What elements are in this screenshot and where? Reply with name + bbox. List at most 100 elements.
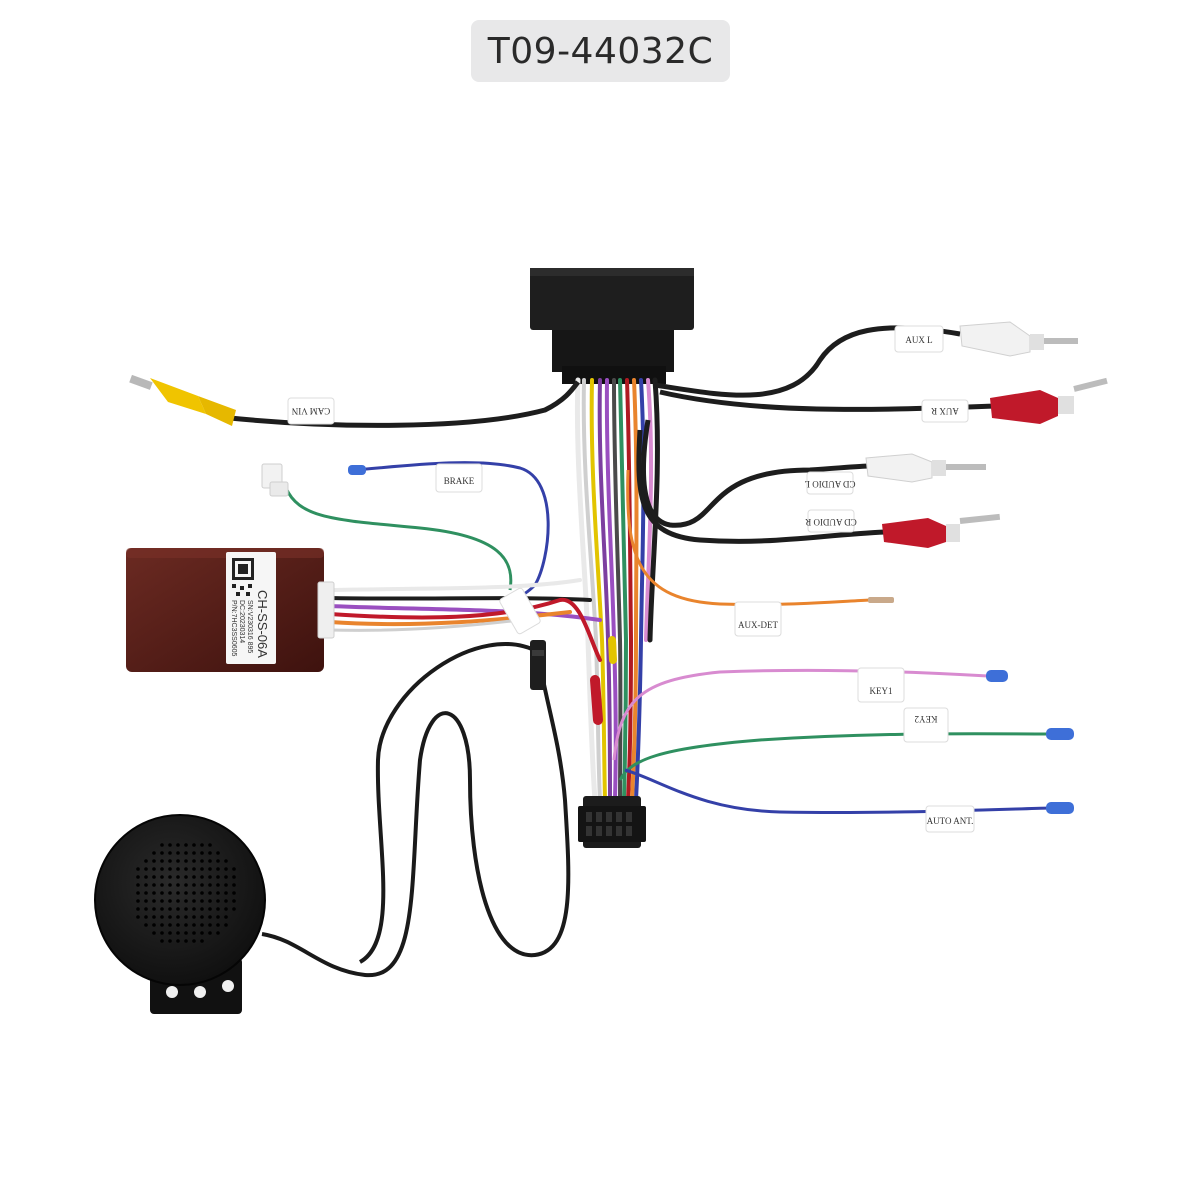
grille-hole [200,875,204,879]
grille-hole [176,939,180,943]
label-key1: KEY1 [870,686,893,696]
grille-hole [216,915,220,919]
aux-r-cable: AUX R [659,377,1108,424]
grille-hole [152,931,156,935]
aux-l-cable: AUX L [654,321,1078,398]
grille-hole [216,859,220,863]
speaker-grille [136,843,236,943]
grille-hole [200,907,204,911]
grille-hole [136,899,140,903]
grille-hole [136,875,140,879]
grille-hole [144,907,148,911]
grille-hole [184,891,188,895]
cd-audio-r-cable: CD AUDIO R [636,429,1001,548]
grille-hole [152,851,156,855]
grille-hole [200,931,204,935]
key1-wire: KEY1 [612,667,1008,761]
grille-hole [176,883,180,887]
grille-hole [216,867,220,871]
module-dc: DC:20230314 [238,600,245,643]
bottom-connector [578,796,646,848]
grille-hole [208,915,212,919]
grille-hole [136,883,140,887]
grille-hole [192,867,196,871]
grille-hole [208,859,212,863]
product-code-badge: T09-44032C [471,20,730,82]
label-cd-audio-l: CD AUDIO L [805,479,856,489]
white-rca-plug-cd-l [865,453,986,483]
grille-hole [168,867,172,871]
label-aux-r: AUX R [931,406,959,416]
grille-hole [176,867,180,871]
qr-code [232,558,254,596]
jst-connector [261,463,513,591]
grille-hole [232,867,236,871]
module-sn: SN:V230316 895 [246,600,253,653]
grille-hole [176,923,180,927]
grille-hole [168,859,172,863]
grille-hole [224,875,228,879]
grille-hole [152,859,156,863]
grille-hole [224,899,228,903]
grille-hole [208,843,212,847]
grille-hole [208,883,212,887]
red-rca-plug-cd-r [882,513,1001,548]
grille-hole [192,875,196,879]
grille-hole [176,875,180,879]
grille-hole [192,851,196,855]
white-rca-plug-aux-l [959,321,1078,357]
grille-hole [144,883,148,887]
grille-hole [144,899,148,903]
grille-hole [200,899,204,903]
grille-hole [224,891,228,895]
grille-hole [184,843,188,847]
grille-hole [184,867,188,871]
grille-hole [200,939,204,943]
grille-hole [216,883,220,887]
label-brake: BRAKE [444,476,475,486]
grille-hole [136,891,140,895]
grille-hole [216,899,220,903]
grille-hole [224,867,228,871]
grille-hole [232,907,236,911]
grille-hole [160,867,164,871]
grille-hole [144,859,148,863]
grille-hole [152,899,156,903]
module-wires [328,578,602,662]
grille-hole [168,891,172,895]
grille-hole [168,907,172,911]
grille-hole [184,923,188,927]
grille-hole [160,923,164,927]
grille-hole [184,899,188,903]
grille-hole [208,907,212,911]
grille-hole [200,859,204,863]
grille-hole [200,883,204,887]
cd-audio-l-cable: CD AUDIO L [640,419,986,528]
grille-hole [136,915,140,919]
grille-hole [184,859,188,863]
grille-hole [192,931,196,935]
cam-vin-cable: CAM VIN [129,374,581,428]
grille-hole [176,891,180,895]
grille-hole [152,875,156,879]
grille-hole [184,907,188,911]
grille-hole [160,891,164,895]
grille-hole [160,859,164,863]
speaker [94,814,266,1014]
grille-hole [176,907,180,911]
grille-hole [144,867,148,871]
grille-hole [176,899,180,903]
label-aux-det: AUX-DET [738,620,778,630]
grille-hole [152,883,156,887]
grille-hole [144,875,148,879]
grille-hole [216,931,220,935]
grille-hole [176,915,180,919]
aux-det-wire: AUX-DET [626,469,894,637]
label-aux-l: AUX L [905,335,932,345]
grille-hole [168,883,172,887]
grille-hole [184,931,188,935]
grille-hole [168,939,172,943]
grille-hole [160,915,164,919]
red-rca-plug-aux-r [990,377,1108,424]
